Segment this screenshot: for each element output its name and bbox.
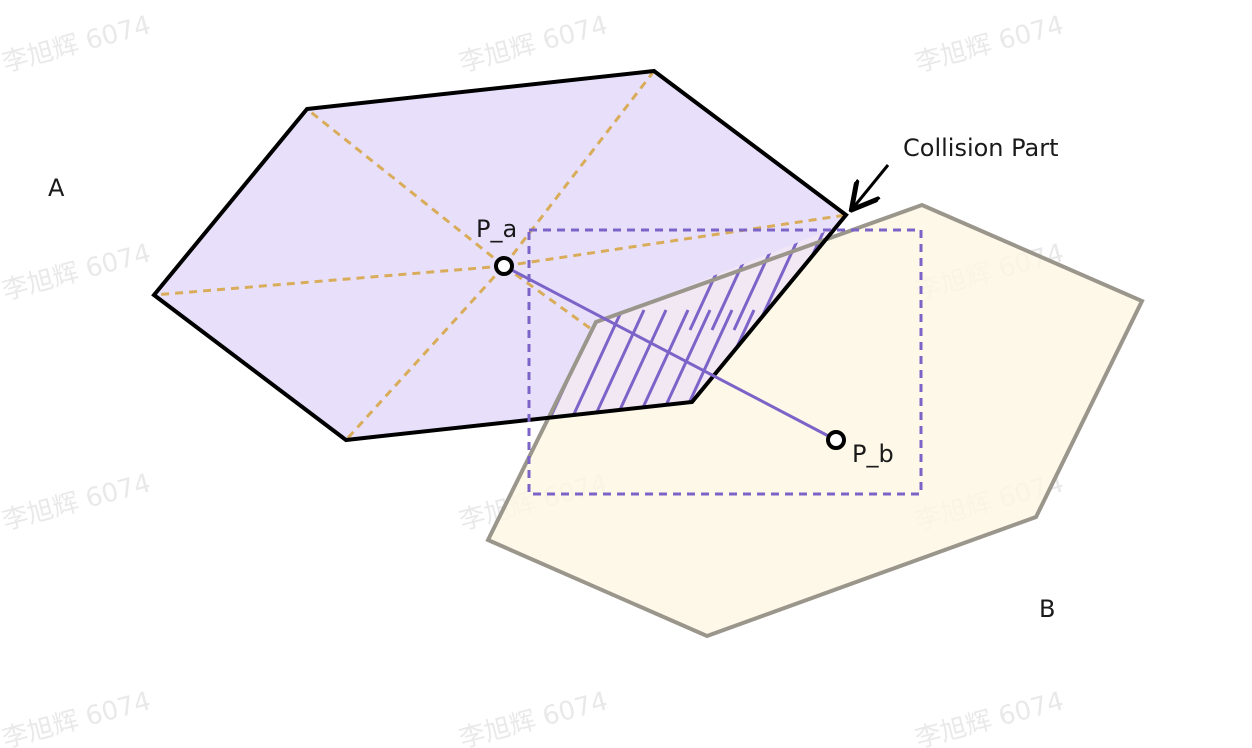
overlap-region bbox=[548, 229, 832, 417]
shape-a-outline bbox=[151, 68, 849, 443]
triangulation-line bbox=[503, 213, 847, 268]
point-a-label: P_a bbox=[476, 215, 517, 243]
watermark-text: 李旭辉 6074 bbox=[912, 10, 1067, 78]
watermark-text: 李旭辉 6074 bbox=[456, 10, 611, 78]
bounding-box bbox=[527, 228, 923, 496]
shape-b-outline bbox=[485, 202, 1145, 639]
watermark-text: 李旭辉 6074 bbox=[0, 468, 154, 536]
collision-label: Collision Part bbox=[903, 134, 1059, 162]
collision-arrow bbox=[853, 164, 890, 208]
center-connection-line bbox=[503, 264, 837, 442]
point-b-label: P_b bbox=[852, 440, 894, 468]
watermark-text: 李旭辉 6074 bbox=[0, 238, 154, 306]
point-a-marker bbox=[494, 256, 514, 276]
point-b-marker bbox=[826, 430, 846, 450]
watermark-text: 李旭辉 6074 bbox=[0, 10, 154, 78]
shape-b-label: B bbox=[1039, 595, 1055, 623]
shape-a-label: A bbox=[48, 174, 65, 202]
watermark-text: 李旭辉 6074 bbox=[0, 686, 154, 748]
watermark-text: 李旭辉 6074 bbox=[912, 686, 1067, 748]
triangulation-line bbox=[344, 264, 506, 442]
watermark-text: 李旭辉 6074 bbox=[456, 686, 611, 748]
triangulation-line bbox=[153, 264, 505, 297]
